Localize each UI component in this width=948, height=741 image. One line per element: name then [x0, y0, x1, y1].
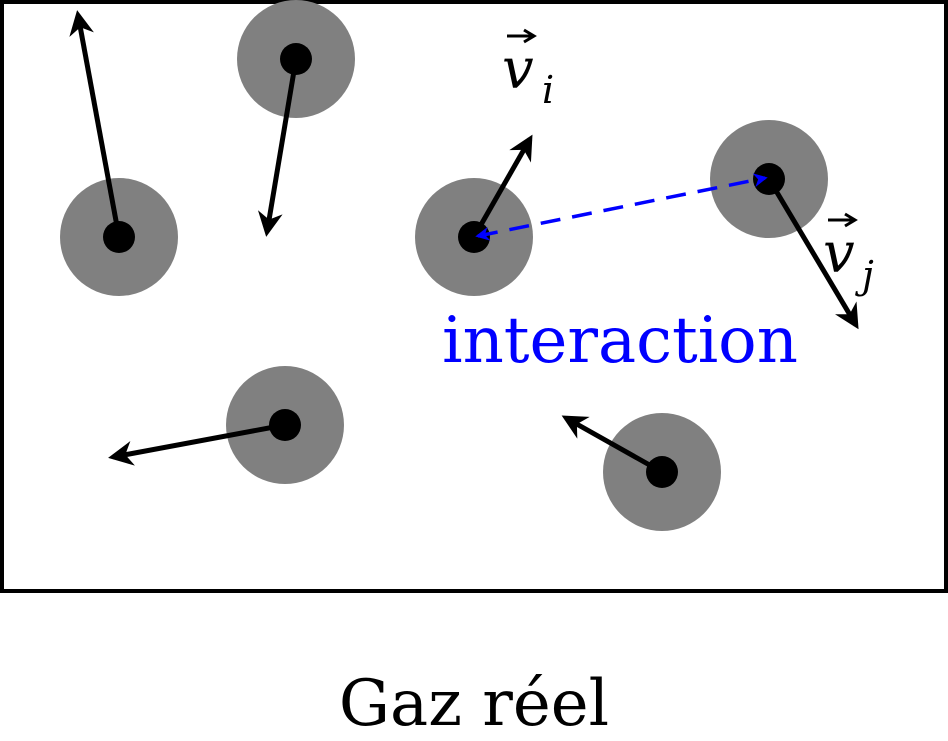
interaction-arrow: [475, 173, 768, 241]
particle-core: [646, 456, 678, 488]
vector-arrow-icon: [507, 28, 537, 44]
particle-core: [280, 43, 312, 75]
particle-3: [108, 366, 344, 484]
vj-base: v: [823, 221, 855, 286]
velocity-arrow: [561, 415, 664, 475]
vi-base: v: [502, 37, 534, 102]
particle-2: [237, 0, 355, 237]
vi-subscript: i: [542, 68, 554, 112]
gas-container: [0, 0, 948, 593]
particle-core: [269, 409, 301, 441]
caption: Gaz réel: [338, 667, 610, 741]
velocity-arrow: [69, 10, 122, 238]
interaction-label: interaction: [442, 304, 798, 378]
velocity-arrow: [108, 422, 286, 466]
velocity-label-vi: v i: [502, 28, 554, 112]
velocity-arrow-vj: [766, 177, 859, 330]
velocity-arrow: [257, 58, 299, 237]
vector-arrow-icon: [828, 212, 858, 228]
particle-1: [60, 10, 178, 296]
particle-core: [103, 221, 135, 253]
particle-6: [561, 413, 721, 531]
particle-core: [753, 163, 785, 195]
particle-core: [458, 221, 490, 253]
